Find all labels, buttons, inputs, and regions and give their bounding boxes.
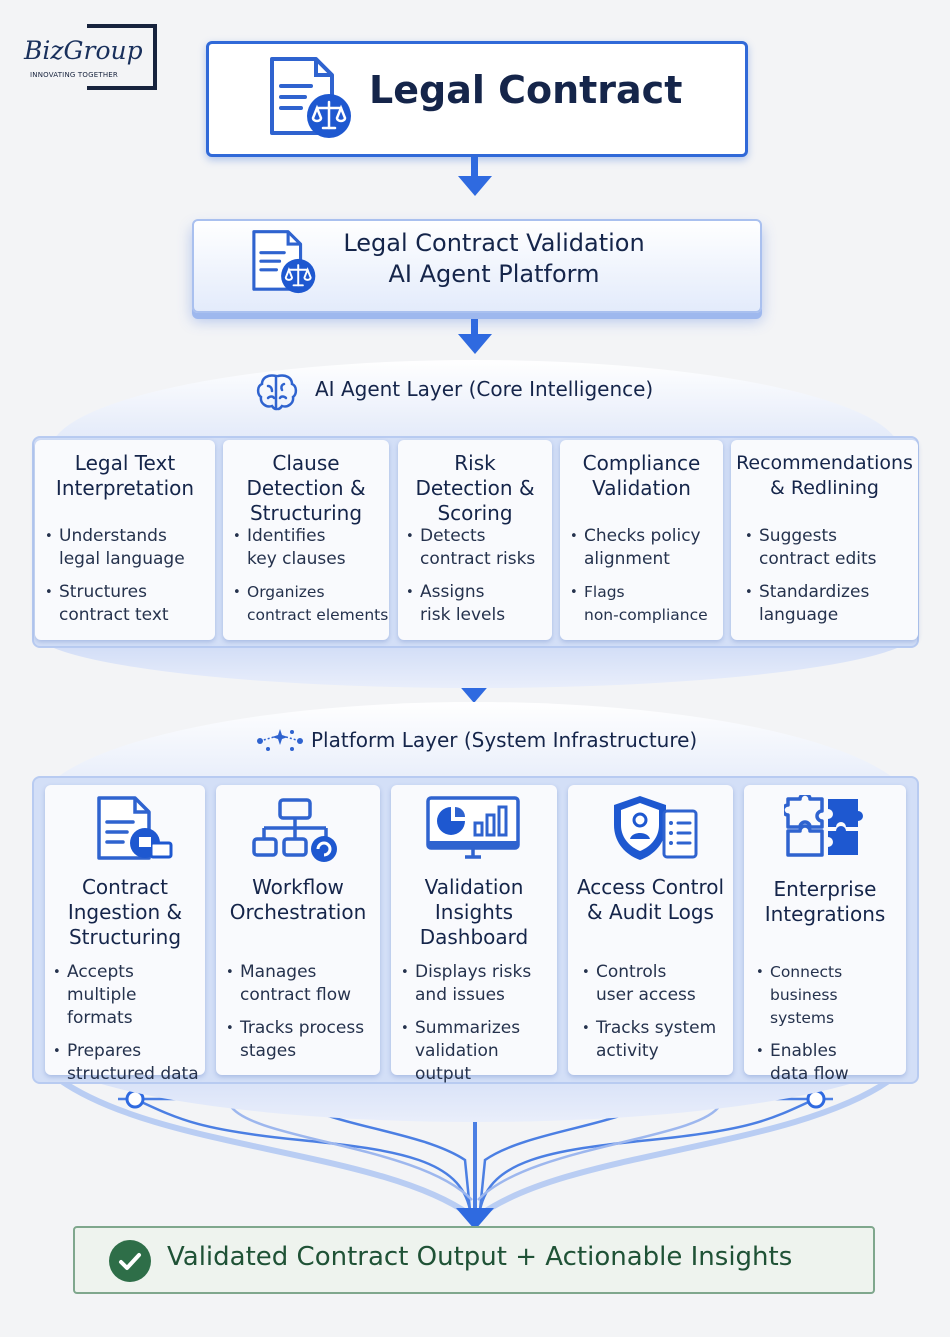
workflow-icon [252,797,340,863]
ai-card-legal-text: Legal Text Interpretation Understands le… [35,440,215,640]
bullet: Assigns risk levels [404,581,535,627]
puzzle-icon [784,795,866,861]
ai-card-recommendations: Recommendations & Redlining Suggests con… [731,440,918,640]
dashboard-icon [425,795,521,863]
bullet: Structures contract text [43,581,185,627]
ai-layer-title: AI Agent Layer (Core Intelligence) [315,377,654,401]
logo-brand: BizGroup [24,36,143,65]
checkmark-icon [109,1240,151,1282]
card-title: Recommendations & Redlining [736,452,913,499]
card-bullets: Displays risks and issues Summarizes val… [399,961,557,1096]
logo-frame [87,24,157,90]
platform-card-workflow: Workflow Orchestration Manages contract … [216,785,380,1075]
platform-box: Legal Contract Validation AI Agent Platf… [192,219,762,313]
logo-tagline: INNOVATING TOGETHER [30,71,118,79]
bullet: Connects business systems [754,961,906,1030]
arrow-platform-to-ai [458,312,492,354]
arrow-header-to-platform [458,153,492,196]
network-sparkle-icon [254,727,306,753]
card-title: Validation Insights Dashboard [419,875,529,949]
platform-card-ingestion: Contract Ingestion & Structuring Accepts… [45,785,205,1084]
ai-card-risk-detection: Risk Detection & Scoring Detects contrac… [398,440,552,640]
card-title: Compliance Validation [582,451,701,500]
shield-user-icon [610,793,700,863]
page-title: Legal Contract [369,68,683,112]
contract-scale-icon [250,228,320,296]
bullet: Standardizes language [743,581,877,627]
legal-contract-box: Legal Contract [206,41,748,157]
platform-title-line2: AI Agent Platform [388,260,600,288]
platform-card-access-control: Access Control & Audit Logs Controls use… [568,785,733,1075]
bullet: Controls user access [580,961,716,1007]
bullet: Tracks system activity [580,1017,716,1063]
platform-layer-title: Platform Layer (System Infrastructure) [311,728,698,752]
card-bullets: Connects business systems Enables data f… [754,961,906,1096]
card-bullets: Checks policy alignment Flags non-compli… [568,525,708,637]
platform-card-dashboard: Validation Insights Dashboard Displays r… [391,785,557,1084]
bullet: Checks policy alignment [568,525,708,571]
bullet: Identifies key clauses [231,525,388,571]
bullet: Detects contract risks [404,525,535,571]
ai-card-clause-detection: Clause Detection & Structuring Identifie… [223,440,389,640]
bullet: Flags non-compliance [568,581,708,627]
card-title: Contract Ingestion & Structuring [67,875,183,949]
bullet: Accepts multiple formats [51,961,205,1030]
bullet: Suggests contract edits [743,525,877,571]
bullet: Tracks process stages [224,1017,364,1063]
output-label: Validated Contract Output + Actionable I… [167,1242,793,1272]
card-title: Workflow Orchestration [229,875,367,924]
card-bullets: Identifies key clauses Organizes contrac… [231,525,388,637]
card-title: Access Control & Audit Logs [576,875,725,924]
bizgroup-logo: BizGroup INNOVATING TOGETHER [22,24,157,90]
contract-scale-icon [267,56,357,140]
bullet: Summarizes validation output [399,1017,557,1086]
bullet: Prepares structured data [51,1040,205,1086]
card-title: Risk Detection & Scoring [415,451,535,525]
card-bullets: Detects contract risks Assigns risk leve… [404,525,535,637]
card-bullets: Accepts multiple formats Prepares struct… [51,961,205,1096]
card-title: Legal Text Interpretation [55,451,195,500]
card-bullets: Manages contract flow Tracks process sta… [224,961,364,1073]
bullet: Organizes contract elements [231,581,388,627]
output-box: Validated Contract Output + Actionable I… [73,1226,875,1294]
card-bullets: Understands legal language Structures co… [43,525,185,637]
bullet: Manages contract flow [224,961,364,1007]
bullet: Displays risks and issues [399,961,557,1007]
card-bullets: Controls user access Tracks system activ… [580,961,716,1073]
card-title: Enterprise Integrations [764,877,886,926]
brain-icon [254,372,300,412]
bullet: Enables data flow [754,1040,906,1086]
ai-card-compliance: Compliance Validation Checks policy alig… [560,440,723,640]
platform-card-integrations: Enterprise Integrations Connects busines… [744,785,906,1084]
card-bullets: Suggests contract edits Standardizes lan… [743,525,877,637]
bullet: Understands legal language [43,525,185,571]
platform-title-line1: Legal Contract Validation [343,229,645,257]
document-ingest-icon [95,795,175,863]
card-title: Clause Detection & Structuring [246,451,366,525]
